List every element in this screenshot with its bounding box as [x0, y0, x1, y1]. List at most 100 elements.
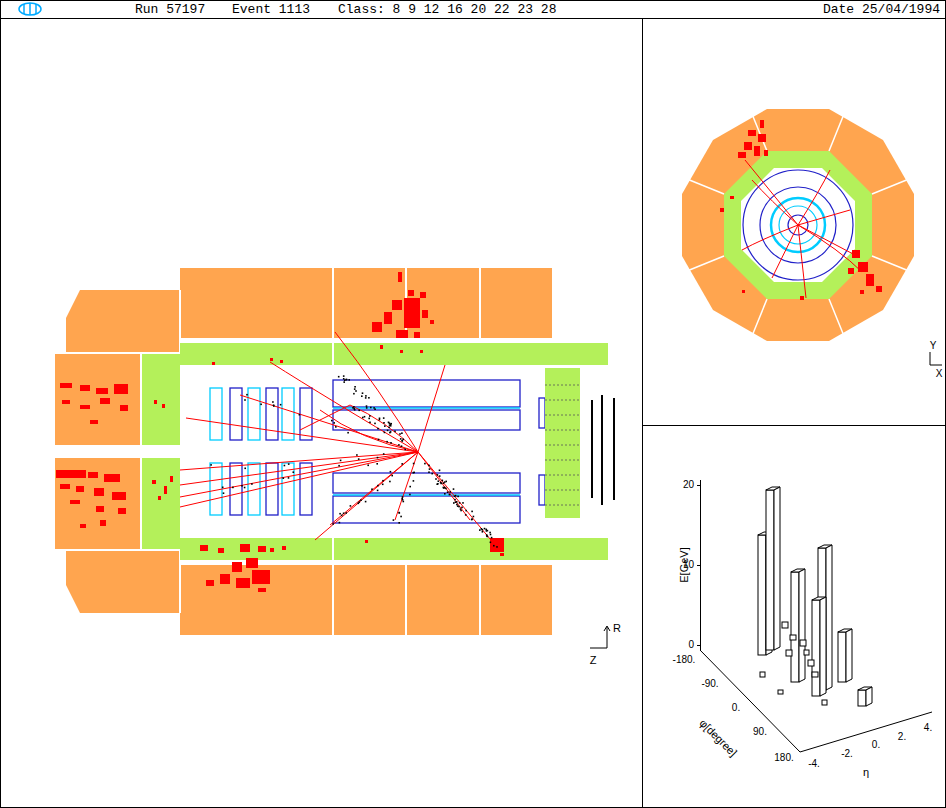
detector-half-mirror	[55, 458, 608, 635]
lego-plot	[700, 480, 701, 650]
tracker-hits	[369, 415, 371, 417]
tracker-hits	[365, 501, 367, 503]
tracker-hits	[343, 513, 345, 515]
tracker-hits	[454, 499, 456, 501]
axis-label: η	[863, 767, 869, 778]
radial-view	[860, 290, 864, 294]
tracker-hits	[465, 510, 467, 512]
tracker-hits	[389, 424, 391, 426]
calorimeter-cells	[422, 310, 428, 318]
tracker-hits	[443, 482, 445, 484]
forward-muon	[545, 505, 580, 506]
tracker-hits	[456, 504, 458, 506]
particle-tracks	[315, 452, 418, 540]
tracker-hits	[479, 529, 481, 531]
logo	[19, 3, 41, 15]
tick-label: 0.	[732, 703, 740, 713]
tracker-hits	[241, 485, 243, 487]
tracker-hits	[482, 531, 484, 533]
r-z-axes	[604, 626, 610, 631]
detector-half	[333, 410, 520, 430]
tracker-hits	[382, 480, 384, 482]
calorimeter-cells	[90, 420, 98, 424]
radial-view	[876, 286, 882, 292]
lego-plot	[812, 672, 818, 677]
tracker-hits	[364, 416, 366, 418]
tracker-hits	[354, 388, 356, 390]
r-z-axes	[607, 627, 608, 648]
tracker-hits	[398, 444, 400, 446]
tracker-hits	[378, 439, 380, 441]
calorimeter-cells	[104, 474, 120, 482]
tracker-hits	[409, 486, 411, 488]
tracker-hits	[460, 508, 462, 510]
calorimeter-cells	[170, 476, 173, 482]
tracker-hits	[404, 449, 406, 451]
lego-plot	[782, 622, 788, 628]
calorimeter-cells	[60, 484, 70, 489]
calorimeter-cells	[232, 562, 242, 572]
forward-muon	[545, 445, 580, 446]
tick-label: -90.	[701, 679, 718, 689]
tracker-hits	[288, 463, 290, 465]
lego-plot	[858, 690, 866, 706]
tracker-hits	[437, 474, 439, 476]
lego-plot	[800, 712, 932, 752]
tracker-hits	[365, 397, 367, 399]
tracker-hits	[358, 458, 360, 460]
tracker-hits	[449, 494, 451, 496]
radial-view	[930, 352, 942, 365]
calorimeter-cells	[400, 350, 403, 353]
tracker-hits	[402, 440, 404, 442]
calorimeter-cells	[236, 578, 250, 588]
tracker-hits	[355, 390, 357, 392]
calorimeter-cells	[380, 345, 383, 349]
logo	[23, 4, 25, 14]
tracker-hits	[366, 407, 368, 409]
calorimeter-cells	[240, 544, 250, 552]
tracker-hits	[210, 375, 498, 547]
particle-tracks	[320, 410, 418, 452]
forward-muon	[545, 368, 614, 518]
run-number: Run 57197	[135, 3, 205, 16]
calorimeter-cells	[396, 330, 408, 338]
calorimeter-cells	[114, 384, 128, 394]
tracker-hits	[398, 512, 400, 514]
tracker-hits	[461, 507, 463, 509]
tracker-hits	[374, 408, 376, 410]
calorimeter-cells	[100, 398, 110, 404]
radial-view	[748, 130, 756, 136]
calorimeter-cells	[270, 358, 273, 361]
radial-view	[930, 352, 931, 365]
calorimeter-cells	[120, 405, 128, 411]
calorimeter-cells	[118, 508, 126, 514]
tracker-hits	[353, 408, 355, 410]
radial-view	[687, 114, 909, 336]
tracker-hits	[439, 475, 441, 477]
tracker-hits	[445, 481, 447, 483]
tracker-hits	[338, 376, 340, 378]
tracker-hits	[369, 422, 371, 424]
calorimeter-cells	[246, 558, 258, 568]
tracker-hits	[335, 426, 337, 428]
radial-view	[730, 196, 734, 199]
lego-plot	[758, 487, 872, 706]
radial-view	[872, 256, 909, 271]
event-date: Date 25/04/1994	[823, 3, 940, 16]
calorimeter-cells	[258, 588, 266, 592]
tracker-hits	[409, 494, 411, 496]
detector-half	[210, 388, 222, 440]
calorimeter-cells	[200, 545, 208, 551]
tracker-hits	[362, 417, 364, 419]
tracker-hits	[293, 471, 295, 473]
tracker-hits	[386, 441, 388, 443]
tracker-hits	[402, 496, 404, 498]
tracker-hits	[454, 496, 456, 498]
tracker-hits	[449, 491, 451, 493]
calorimeter-cells	[164, 486, 167, 494]
tracker-hits	[460, 510, 462, 512]
detector-half	[333, 407, 520, 408]
forward-muon	[545, 475, 580, 476]
tracker-hits	[398, 522, 400, 524]
